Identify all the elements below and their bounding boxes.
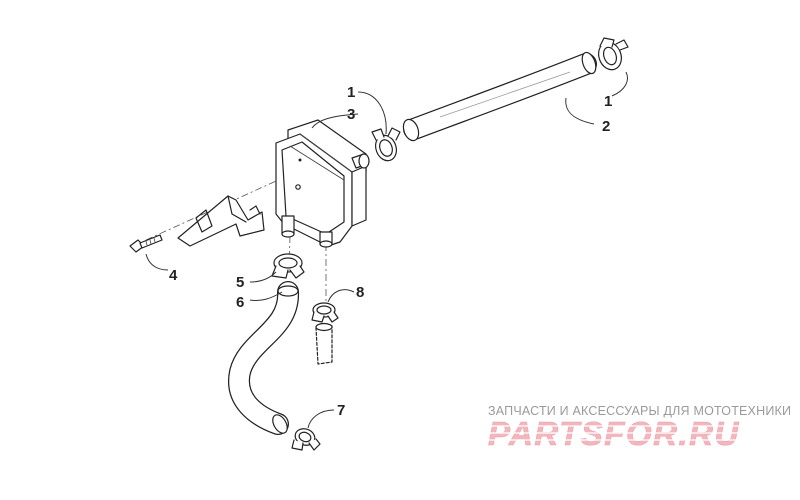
watermark-caption: ЗАПЧАСТИ И АКСЕССУАРЫ ДЛЯ МОТОТЕХНИКИ <box>488 404 792 418</box>
hose-clamp-lower-right <box>311 302 339 323</box>
leader-lines <box>145 71 628 429</box>
hose-clamp-right <box>598 37 629 71</box>
callout-8: 8 <box>356 284 364 301</box>
callout-7: 7 <box>337 402 345 419</box>
callout-6: 6 <box>236 294 244 311</box>
watermark-logo: PARTSFOR.RU <box>486 415 786 452</box>
mounting-bracket <box>177 195 265 247</box>
callout-3: 3 <box>347 106 355 123</box>
hose-clamp-bottom <box>291 428 321 451</box>
callout-1-upper: 1 <box>347 84 355 101</box>
curved-lower-hose <box>228 281 299 435</box>
callout-2: 2 <box>602 118 610 135</box>
upper-hose <box>402 51 597 142</box>
hose-clamp-middle <box>271 253 305 279</box>
callout-5: 5 <box>236 274 244 291</box>
hose-clamp-left <box>371 127 401 162</box>
callout-1-right: 1 <box>604 93 612 110</box>
short-hose-stub <box>315 322 333 365</box>
mounting-bolt <box>129 234 163 253</box>
callout-labels: 1 1 2 3 4 5 6 7 8 <box>169 84 612 419</box>
callout-4: 4 <box>169 267 178 284</box>
canister-box <box>275 119 370 248</box>
